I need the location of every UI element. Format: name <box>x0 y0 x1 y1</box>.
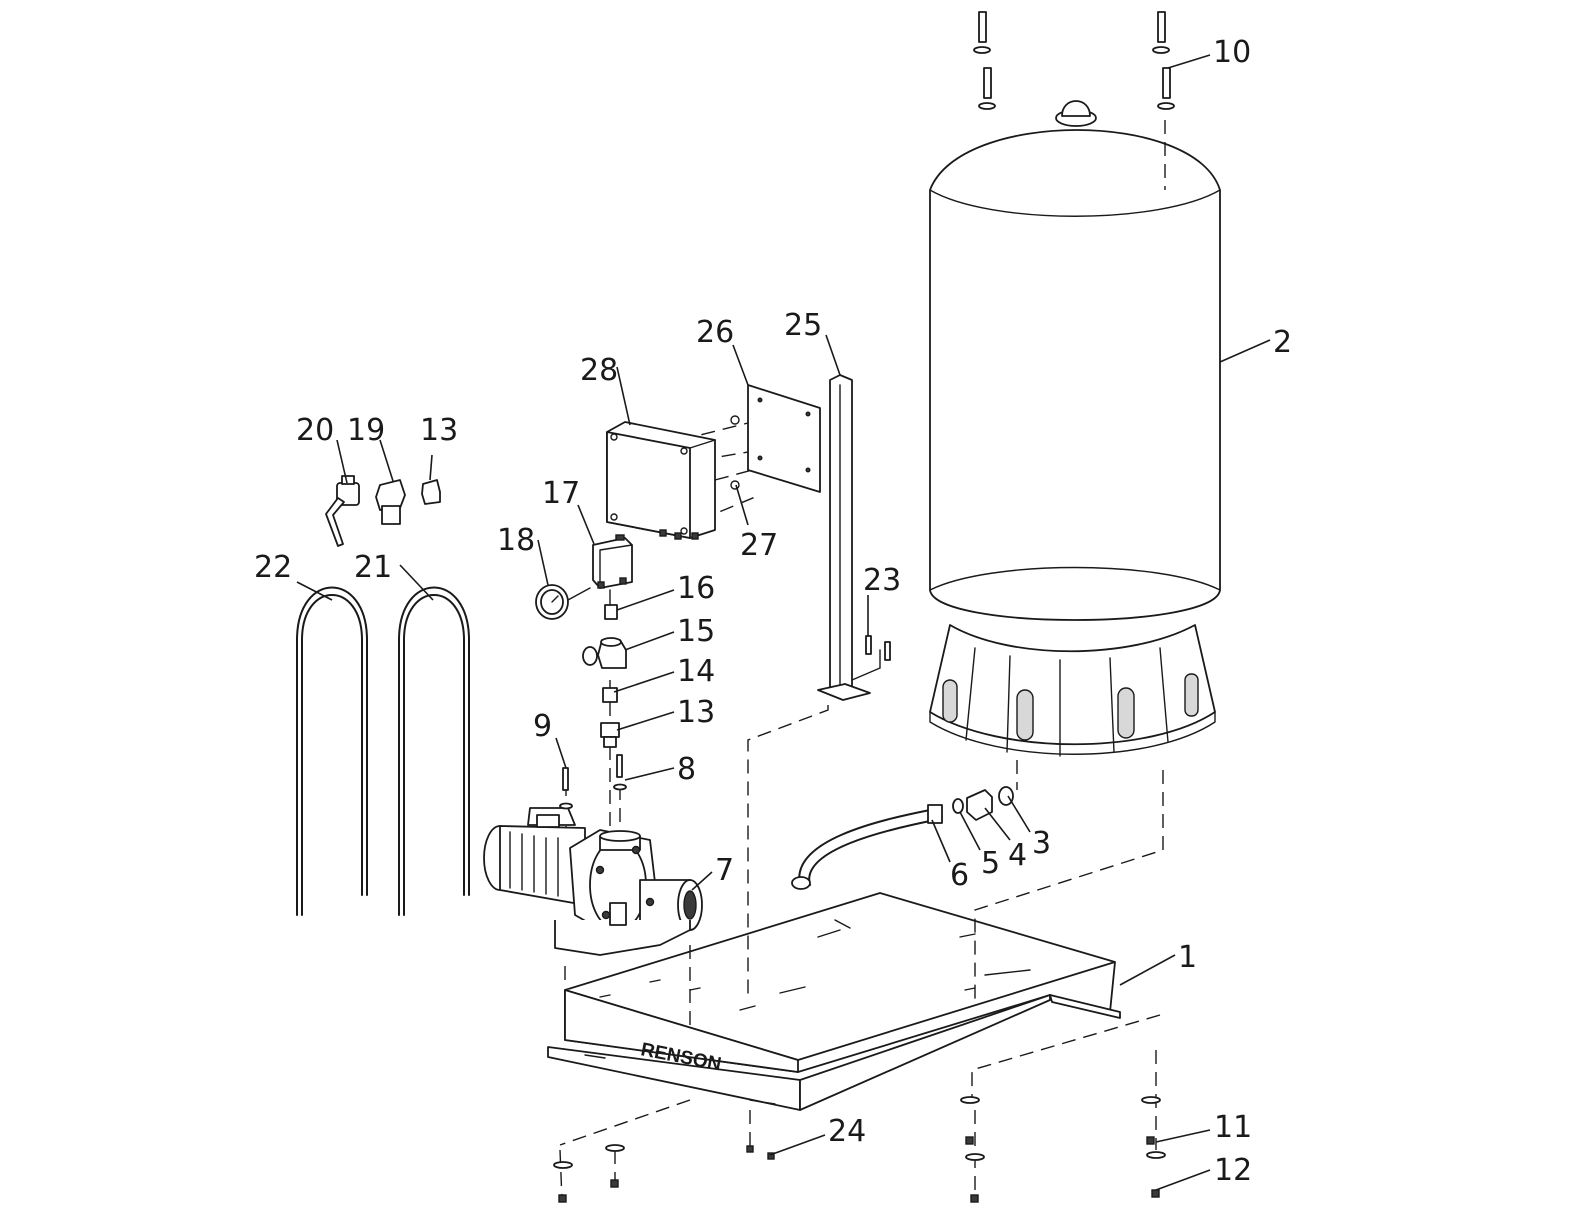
callout-8: 8 <box>677 752 696 787</box>
callout-6: 6 <box>950 858 969 893</box>
callout-21: 21 <box>354 550 392 585</box>
leader-lines <box>296 54 1271 1191</box>
callout-2: 2 <box>1273 325 1292 360</box>
callout-19: 19 <box>347 413 385 448</box>
pump <box>483 807 703 956</box>
callout-4: 4 <box>1008 838 1027 873</box>
callout-24: 24 <box>828 1114 866 1149</box>
callout-16: 16 <box>677 571 715 606</box>
callout-10: 10 <box>1213 35 1251 70</box>
callout-7: 7 <box>715 853 734 888</box>
callout-17: 17 <box>542 476 580 511</box>
callout-25: 25 <box>784 308 822 343</box>
check-valve <box>375 479 406 525</box>
callout-numbers: 1 2 3 4 5 6 7 8 9 10 11 12 13 13 14 15 1… <box>254 35 1292 1188</box>
hose-fittings <box>952 786 1014 821</box>
electrical-box <box>606 421 716 540</box>
callout-12: 12 <box>1214 1153 1252 1188</box>
flexible-hose <box>791 804 943 890</box>
callout-9: 9 <box>533 709 552 744</box>
callout-5: 5 <box>981 846 1000 881</box>
callout-22: 22 <box>254 550 292 585</box>
u-pipe-22 <box>296 586 368 916</box>
fitting-nipple-top <box>421 479 441 505</box>
u-pipe-21 <box>398 586 470 916</box>
callout-26: 26 <box>696 315 734 350</box>
callout-20: 20 <box>296 413 334 448</box>
tank-bolts <box>973 11 1175 110</box>
pressure-tank <box>929 100 1221 757</box>
callout-13-top: 13 <box>420 413 458 448</box>
callout-1: 1 <box>1178 940 1197 975</box>
callout-13: 13 <box>677 695 715 730</box>
pressure-gauge <box>535 584 591 620</box>
callout-14: 14 <box>677 654 715 689</box>
callout-18: 18 <box>497 523 535 558</box>
mounting-hardware <box>553 1096 1166 1203</box>
pump-fittings <box>559 604 627 810</box>
mounting-plate <box>730 384 821 493</box>
callout-23: 23 <box>863 563 901 598</box>
base-plate: RENSON <box>547 892 1121 1111</box>
callout-15: 15 <box>677 614 715 649</box>
callout-27: 27 <box>740 528 778 563</box>
callout-3: 3 <box>1032 826 1051 861</box>
callout-28: 28 <box>580 353 618 388</box>
pressure-switch <box>592 534 633 606</box>
ball-valve <box>325 475 360 547</box>
cable-clip <box>865 635 891 661</box>
callout-11: 11 <box>1214 1110 1252 1145</box>
